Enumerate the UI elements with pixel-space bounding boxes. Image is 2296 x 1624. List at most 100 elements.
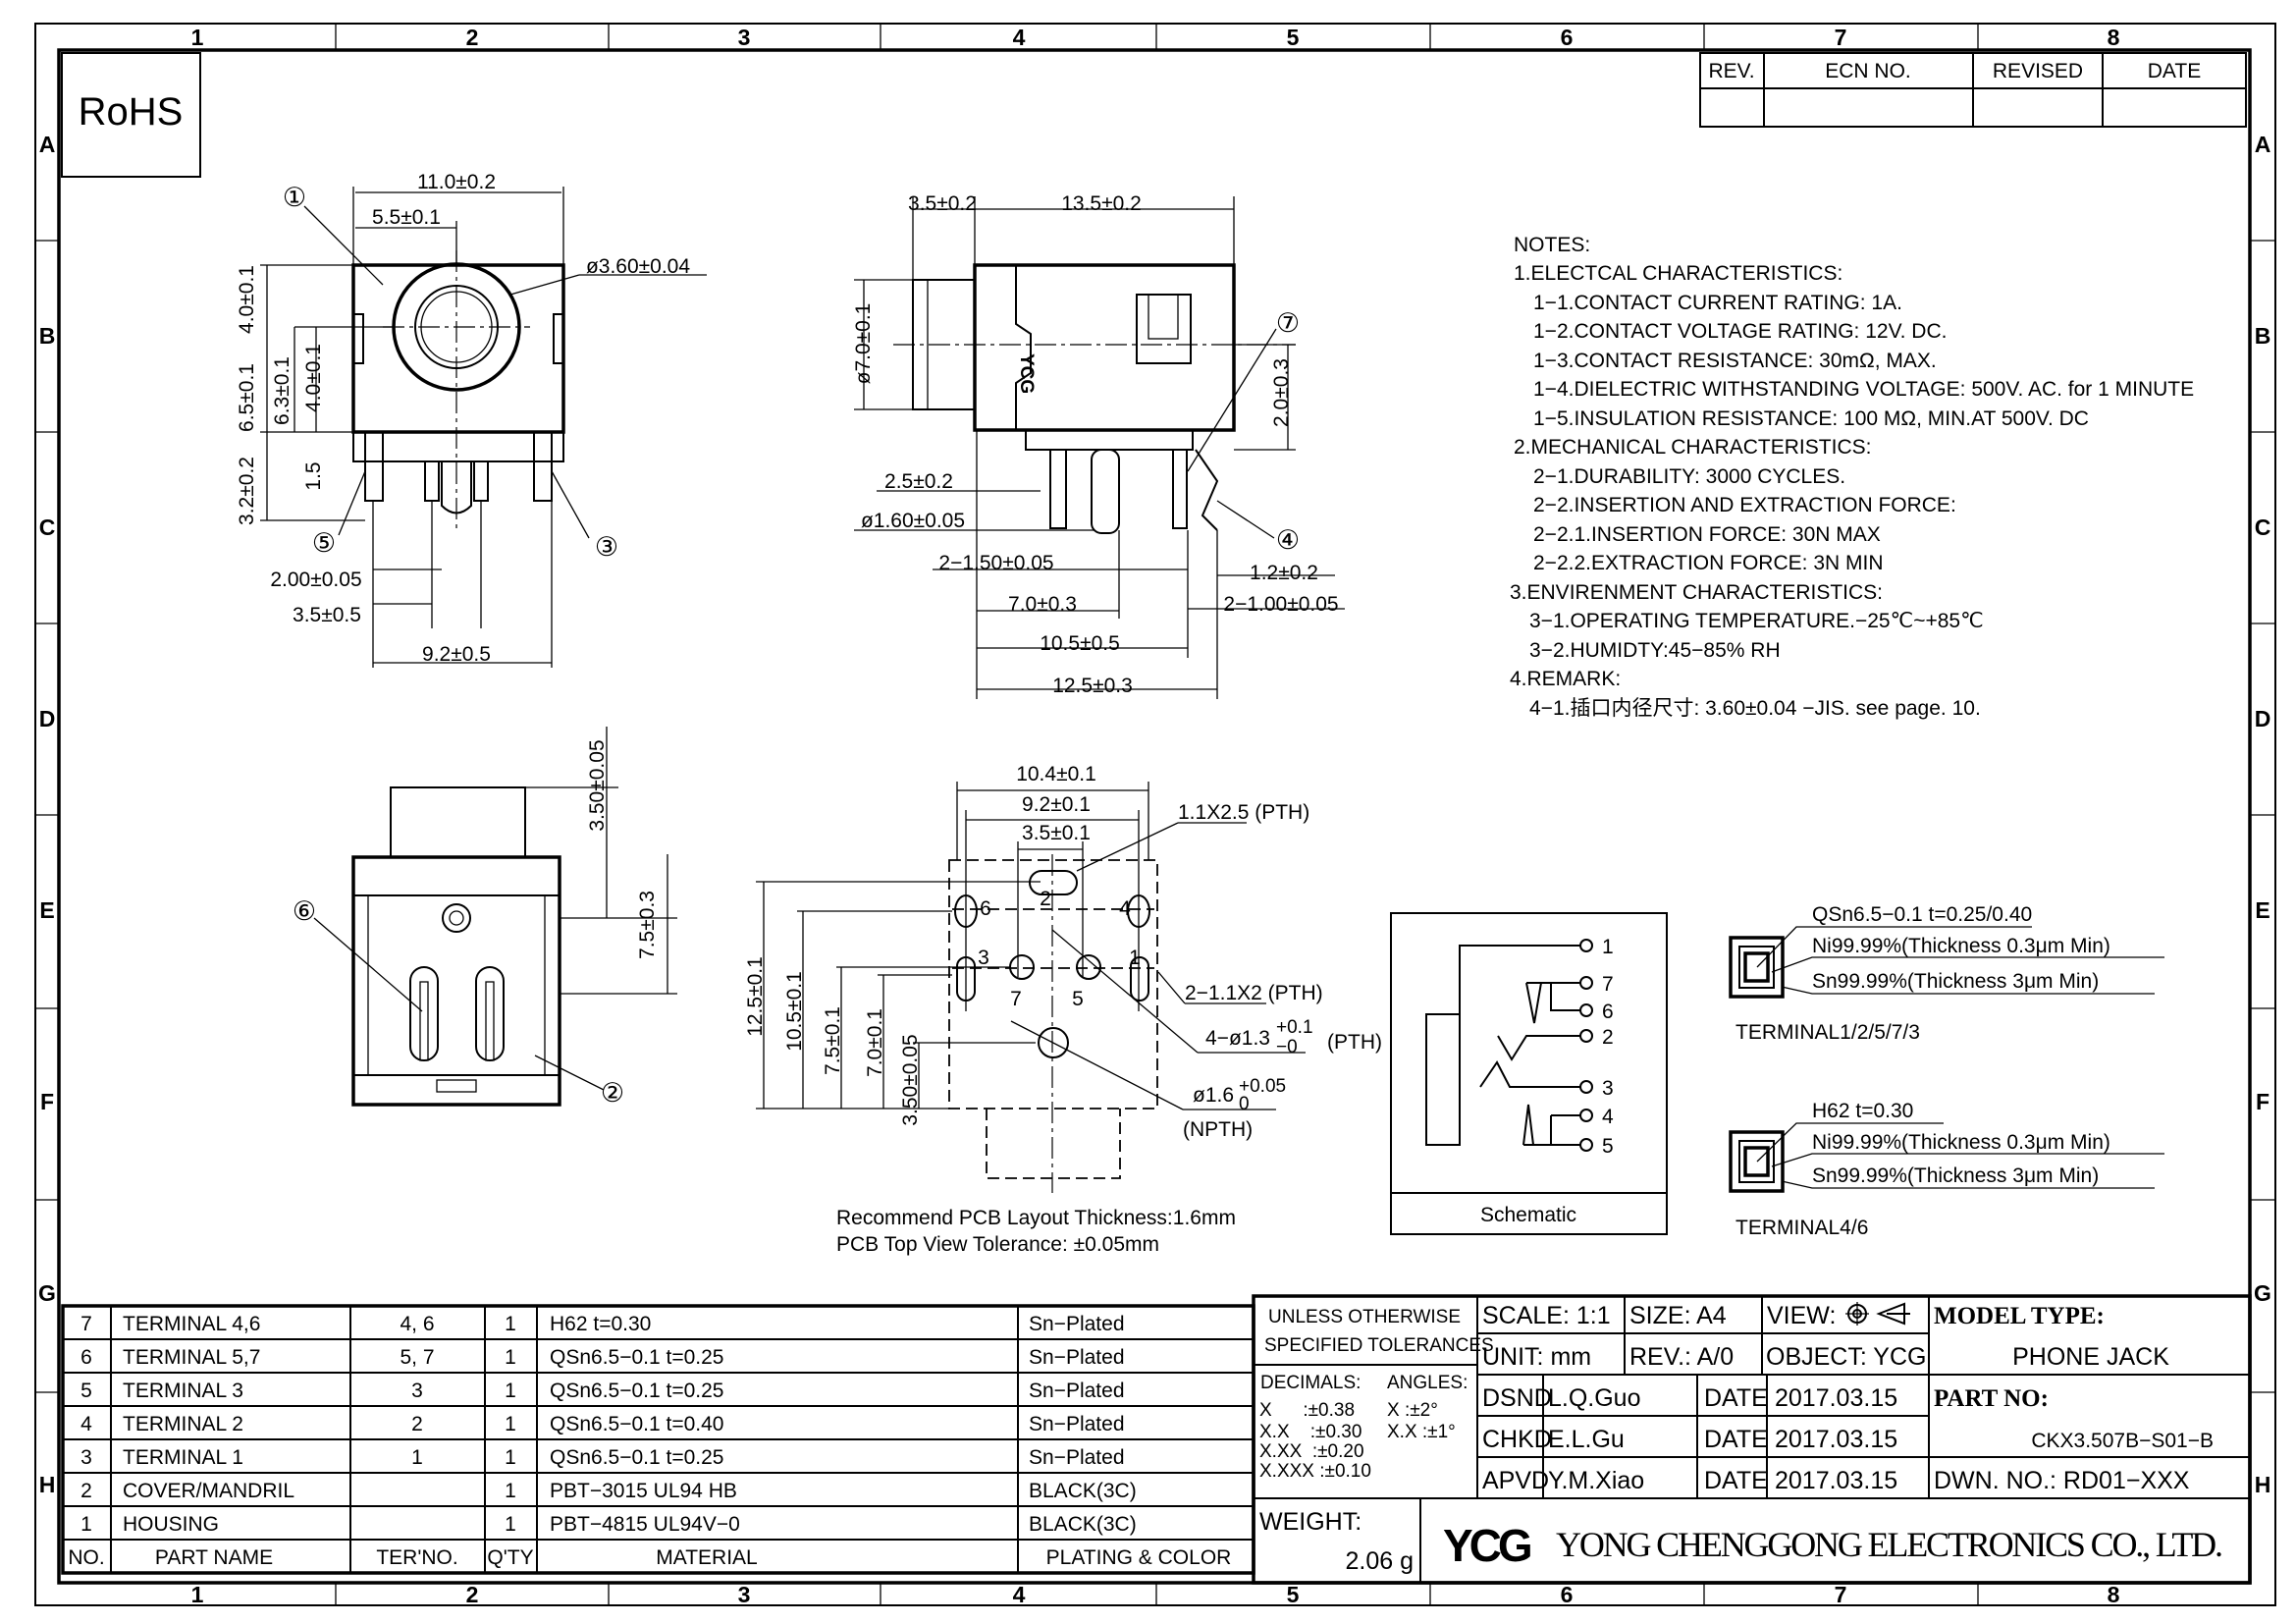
schematic-pin-4: 4	[1602, 1106, 1614, 1128]
zone-col-2-bottom: 2	[466, 1582, 479, 1607]
bom-header-qty: Q'TY	[487, 1546, 533, 1569]
bom-part-name: TERMINAL 1	[123, 1446, 243, 1469]
dim-pin-span: 9.2±0.1	[1022, 793, 1091, 816]
decimals-label: DECIMALS:	[1260, 1373, 1361, 1393]
dim-offset: 2.0±0.3	[1270, 358, 1293, 427]
company-logo: YCG	[1443, 1520, 1534, 1571]
bom-plating: BLACK(3C)	[1029, 1480, 1137, 1502]
note-line: 2−2.2.EXTRACTION FORCE: 3N MIN	[1533, 552, 1884, 574]
dim-post-offset: 2.5±0.2	[884, 470, 953, 493]
terminal-spec-2: H62 t=0.30 Ni99.99%(Thickness 0.3μm Min)…	[1729, 1100, 2164, 1239]
revision-table: REV. ECN NO. REVISED DATE	[1699, 52, 2247, 128]
bom-ter-no: 3	[411, 1380, 423, 1402]
bom-plating: Sn−Plated	[1029, 1313, 1125, 1335]
zone-row-d: D	[39, 706, 56, 731]
npth-label: (NPTH)	[1183, 1118, 1253, 1141]
apvd-role: APVD	[1482, 1467, 1549, 1494]
model-type-label: MODEL TYPE:	[1934, 1303, 2105, 1329]
bom-part-name: COVER/MANDRIL	[123, 1480, 294, 1502]
bom-no: 4	[80, 1413, 92, 1435]
bom-header-material: MATERIAL	[656, 1546, 757, 1569]
zone-row-h-right: H	[2255, 1472, 2271, 1497]
sheet-size: SIZE: A4	[1629, 1302, 1727, 1329]
terminal-2-ni: Ni99.99%(Thickness 0.3μm Min)	[1812, 1131, 2110, 1154]
zone-row-h: H	[39, 1472, 56, 1497]
pcb-note-thickness: Recommend PCB Layout Thickness:1.6mm	[836, 1207, 1236, 1229]
note-line: 2−1.DURABILITY: 3000 CYCLES.	[1533, 465, 1845, 488]
zone-row-b: B	[39, 323, 56, 349]
side-view: YCG 3.5±0.2 13.5±0.2 ø7.0±0.1 2.0±0.3 2.…	[852, 192, 1345, 699]
dim-pin-gap: 1.2±0.2	[1250, 562, 1318, 584]
bom-ter-no: 1	[411, 1446, 423, 1469]
dim-half-width: 5.5±0.1	[372, 206, 441, 229]
bom-plating: Sn−Plated	[1029, 1380, 1125, 1402]
weight-label: WEIGHT:	[1259, 1508, 1362, 1536]
angles-label: ANGLES:	[1387, 1373, 1468, 1393]
npth-hole-note: ø1.6	[1193, 1084, 1234, 1107]
schematic-pin-3: 3	[1602, 1077, 1614, 1100]
dim-pin-distance: 7.0±0.3	[1008, 593, 1077, 616]
npth-tol-zero: 0	[1239, 1094, 1250, 1114]
bom-no: 7	[80, 1313, 92, 1335]
bom-material: QSn6.5−0.1 t=0.25	[550, 1446, 723, 1469]
pcb-pin-5: 5	[1072, 988, 1084, 1010]
note-line: 3.ENVIRENMENT CHARACTERISTICS:	[1510, 581, 1883, 604]
dim-pin-span: 9.2±0.5	[422, 643, 491, 666]
dsnd-date: 2017.03.15	[1775, 1384, 1897, 1412]
callout-1: ①	[283, 183, 306, 212]
bom-qty: 1	[505, 1346, 516, 1369]
bom-plating: Sn−Plated	[1029, 1446, 1125, 1469]
note-line: NOTES:	[1514, 234, 1590, 256]
rev-header: REV.	[1708, 60, 1754, 82]
bom-qty: 1	[505, 1446, 516, 1469]
schematic-pin-6: 6	[1602, 1001, 1614, 1023]
model-type: PHONE JACK	[2012, 1343, 2169, 1371]
bom-qty: 1	[505, 1480, 516, 1502]
note-line: 3−2.HUMIDTY:45−85% RH	[1529, 639, 1781, 662]
dim-slot-spacing: 3.5±0.1	[1022, 822, 1091, 844]
note-line: 1−3.CONTACT RESISTANCE: 30mΩ, MAX.	[1533, 350, 1937, 372]
schematic-pin-1: 1	[1602, 936, 1614, 958]
bom-material: PBT−4815 UL94V−0	[550, 1513, 740, 1536]
zone-col-8: 8	[2108, 25, 2120, 50]
schematic-label: Schematic	[1480, 1204, 1576, 1226]
bom-header-ter-no: TER'NO.	[376, 1546, 457, 1569]
callout-5: ⑤	[312, 528, 336, 558]
bom-part-name: TERMINAL 4,6	[123, 1313, 260, 1335]
zone-col-4-bottom: 4	[1013, 1582, 1026, 1607]
dim-slot-y: 12.5±0.1	[744, 956, 767, 1037]
bom-no: 5	[80, 1380, 92, 1402]
rohs-label: RoHS	[79, 90, 184, 134]
note-line: 1.ELECTCAL CHARACTERISTICS:	[1514, 262, 1842, 285]
callout-6: ⑥	[293, 896, 316, 926]
dim-npth-y: 3.50±0.05	[899, 1034, 922, 1125]
pth-tol-minus: −0	[1276, 1037, 1298, 1057]
rohs-box: RoHS	[61, 52, 201, 178]
zone-col-7-bottom: 7	[1835, 1582, 1847, 1607]
note-line: 4.REMARK:	[1510, 668, 1621, 690]
dim-row2-y: 7.5±0.1	[822, 1006, 844, 1075]
bom-qty: 1	[505, 1513, 516, 1536]
dim-hole-offset: 7.5±0.3	[636, 891, 659, 959]
chkd-role: CHKD	[1482, 1426, 1552, 1453]
dim-row2b-y: 7.0±0.1	[864, 1008, 886, 1077]
ycg-logo: YCG	[1443, 1520, 1530, 1571]
dim-center-height: 6.5±0.1	[236, 363, 258, 432]
zone-col-7: 7	[1835, 25, 1847, 50]
zone-row-e: E	[39, 897, 54, 923]
zone-col-6: 6	[1561, 25, 1574, 50]
pcb-pin-2: 2	[1040, 888, 1051, 910]
side-slot-note: 2−1.1X2 (PTH)	[1185, 982, 1323, 1004]
terminal-2-label: TERMINAL4/6	[1735, 1217, 1868, 1239]
scale: SCALE: 1:1	[1482, 1302, 1611, 1329]
zone-row-e-right: E	[2255, 897, 2269, 923]
weight-value: 2.06 g	[1345, 1547, 1414, 1575]
dim-overall-pin-distance: 12.5±0.3	[1052, 675, 1133, 697]
decimal-tolerance-x: X :±0.38	[1259, 1400, 1355, 1421]
bom-header-part-name: PART NAME	[155, 1546, 273, 1569]
note-line: 2−2.1.INSERTION FORCE: 30N MAX	[1533, 523, 1881, 546]
pth-hole-note: 4−ø1.3	[1205, 1027, 1270, 1050]
unit: UNIT: mm	[1482, 1343, 1591, 1371]
